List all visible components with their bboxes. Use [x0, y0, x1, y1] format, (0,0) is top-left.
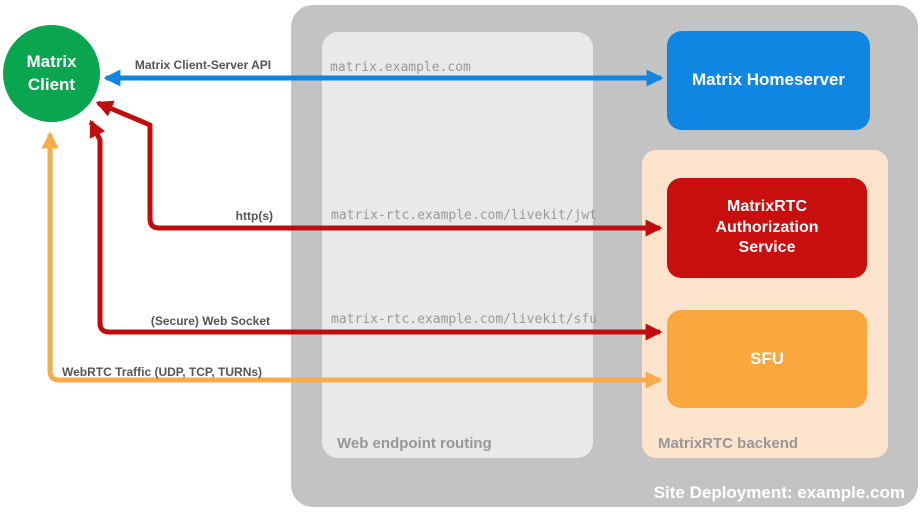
matrix-homeserver-label: Matrix Homeserver: [691, 70, 846, 90]
matrix-client-node: Matrix Client: [3, 25, 100, 122]
sfu-node: SFU: [667, 310, 867, 408]
client-server-api-edge-label: Matrix Client-Server API: [134, 58, 272, 72]
matrixrtc-authorization-service-node: MatrixRTC Authorization Service: [667, 178, 867, 278]
webrtc-traffic-edge-label: WebRTC Traffic (UDP, TCP, TURNs): [62, 365, 263, 379]
sfu-route-label: matrix-rtc.example.com/livekit/sfu: [331, 312, 598, 327]
matrixrtc-backend-label: MatrixRTC backend: [658, 435, 799, 452]
sfu-label: SFU: [750, 348, 784, 368]
site-deployment-title: Site Deployment: example.com: [653, 483, 905, 502]
jwt-route-label: matrix-rtc.example.com/livekit/jwt: [331, 208, 598, 223]
arrow-webrtc-traffic: [41, 131, 663, 389]
websocket-edge-label: (Secure) Web Socket: [150, 314, 270, 328]
homeserver-route-label: matrix.example.com: [330, 60, 471, 75]
matrixrtc-authorization-service-label: MatrixRTC Authorization Service: [715, 197, 819, 257]
matrix-client-label: Matrix Client: [26, 52, 77, 94]
matrix-homeserver-node: Matrix Homeserver: [667, 31, 870, 130]
https-edge-label: http(s): [235, 209, 273, 223]
web-endpoint-routing-label: Web endpoint routing: [337, 435, 492, 452]
